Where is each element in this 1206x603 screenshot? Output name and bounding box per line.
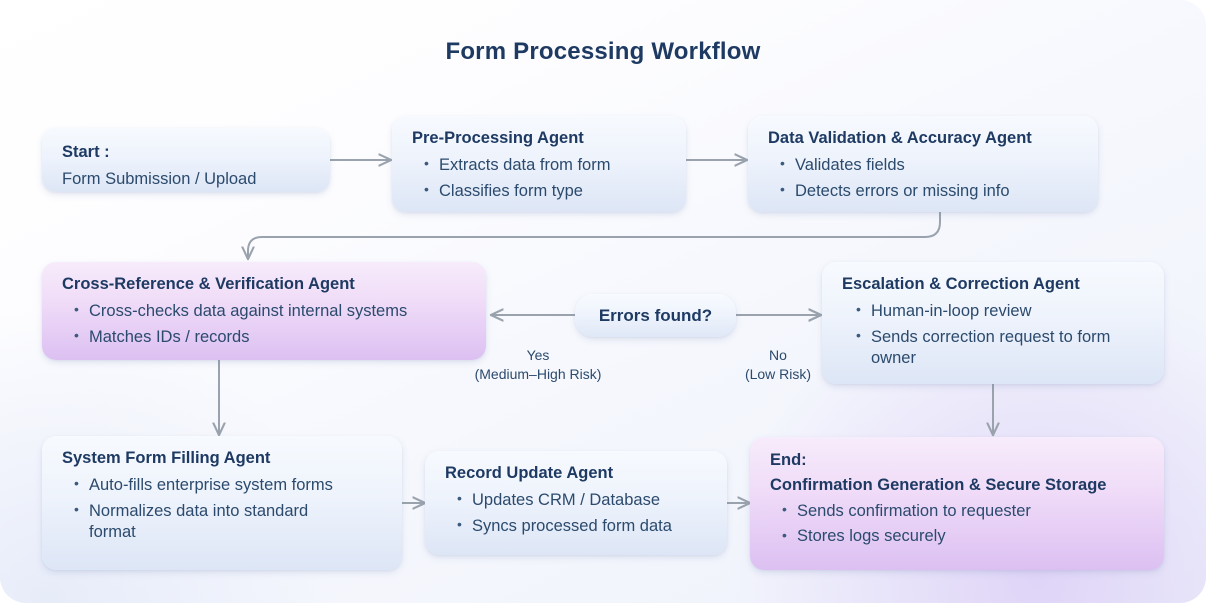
edge-label-yes-line1: Yes	[526, 347, 550, 363]
list-item: Classifies form type	[424, 180, 670, 203]
list-item: Stores logs securely	[782, 526, 1148, 548]
edge-label-no-line1: No	[769, 347, 787, 363]
decision-errors-found[interactable]: Errors found?	[575, 294, 736, 337]
list-item: Sends correction request to form owner	[856, 326, 1121, 371]
node-validation[interactable]: Data Validation & Accuracy Agent Validat…	[748, 116, 1098, 212]
list-item: Validates fields	[780, 154, 1082, 177]
node-preprocessing-heading: Pre-Processing Agent	[412, 129, 584, 147]
node-end-heading-secondary: Confirmation Generation & Secure Storage	[770, 475, 1107, 494]
node-start-subtitle: Form Submission / Upload	[62, 169, 257, 188]
node-start-heading: Start :	[62, 143, 110, 161]
list-item: Updates CRM / Database	[457, 489, 711, 512]
node-formfilling-heading: System Form Filling Agent	[62, 449, 271, 467]
list-item: Human-in-loop review	[856, 300, 1148, 323]
list-item: Matches IDs / records	[74, 326, 470, 349]
node-escalation-heading: Escalation & Correction Agent	[842, 275, 1080, 293]
node-escalation[interactable]: Escalation & Correction Agent Human-in-l…	[822, 262, 1164, 384]
node-start[interactable]: Start : Form Submission / Upload	[42, 128, 330, 192]
node-formfilling-bullets: Auto-fills enterprise system forms Norma…	[62, 474, 386, 545]
node-recordupdate[interactable]: Record Update Agent Updates CRM / Databa…	[425, 451, 727, 555]
node-crossref[interactable]: Cross-Reference & Verification Agent Cro…	[42, 262, 486, 360]
node-preprocessing-bullets: Extracts data from form Classifies form …	[412, 154, 670, 203]
node-recordupdate-bullets: Updates CRM / Database Syncs processed f…	[445, 489, 711, 538]
list-item: Normalizes data into standard format	[74, 500, 347, 545]
edge-label-yes: Yes (Medium–High Risk)	[448, 346, 628, 385]
list-item: Syncs processed form data	[457, 515, 711, 538]
node-validation-heading: Data Validation & Accuracy Agent	[768, 129, 1032, 147]
list-item: Sends confirmation to requester	[782, 500, 1148, 523]
list-item: Detects errors or missing info	[780, 180, 1082, 203]
node-crossref-heading: Cross-Reference & Verification Agent	[62, 275, 355, 293]
list-item: Extracts data from form	[424, 154, 670, 177]
node-recordupdate-heading: Record Update Agent	[445, 464, 614, 482]
node-crossref-bullets: Cross-checks data against internal syste…	[62, 300, 470, 349]
node-validation-bullets: Validates fields Detects errors or missi…	[768, 154, 1082, 203]
edge-validation-to-crossref	[248, 211, 941, 258]
page-title: Form Processing Workflow	[445, 38, 761, 65]
node-end-bullets: Sends confirmation to requester Stores l…	[770, 500, 1148, 549]
node-end-heading: End:	[770, 451, 807, 469]
list-item: Auto-fills enterprise system forms	[74, 474, 386, 497]
decision-label: Errors found?	[598, 305, 713, 325]
list-item: Cross-checks data against internal syste…	[74, 300, 470, 323]
edge-label-no-line2: (Low Risk)	[744, 366, 812, 383]
node-preprocessing[interactable]: Pre-Processing Agent Extracts data from …	[392, 116, 686, 212]
edge-label-yes-line2: (Medium–High Risk)	[474, 366, 602, 383]
node-escalation-bullets: Human-in-loop review Sends correction re…	[842, 300, 1148, 371]
node-end[interactable]: End: Confirmation Generation & Secure St…	[750, 437, 1164, 570]
node-formfilling[interactable]: System Form Filling Agent Auto-fills ent…	[42, 436, 402, 570]
edge-label-no: No (Low Risk)	[708, 346, 848, 385]
